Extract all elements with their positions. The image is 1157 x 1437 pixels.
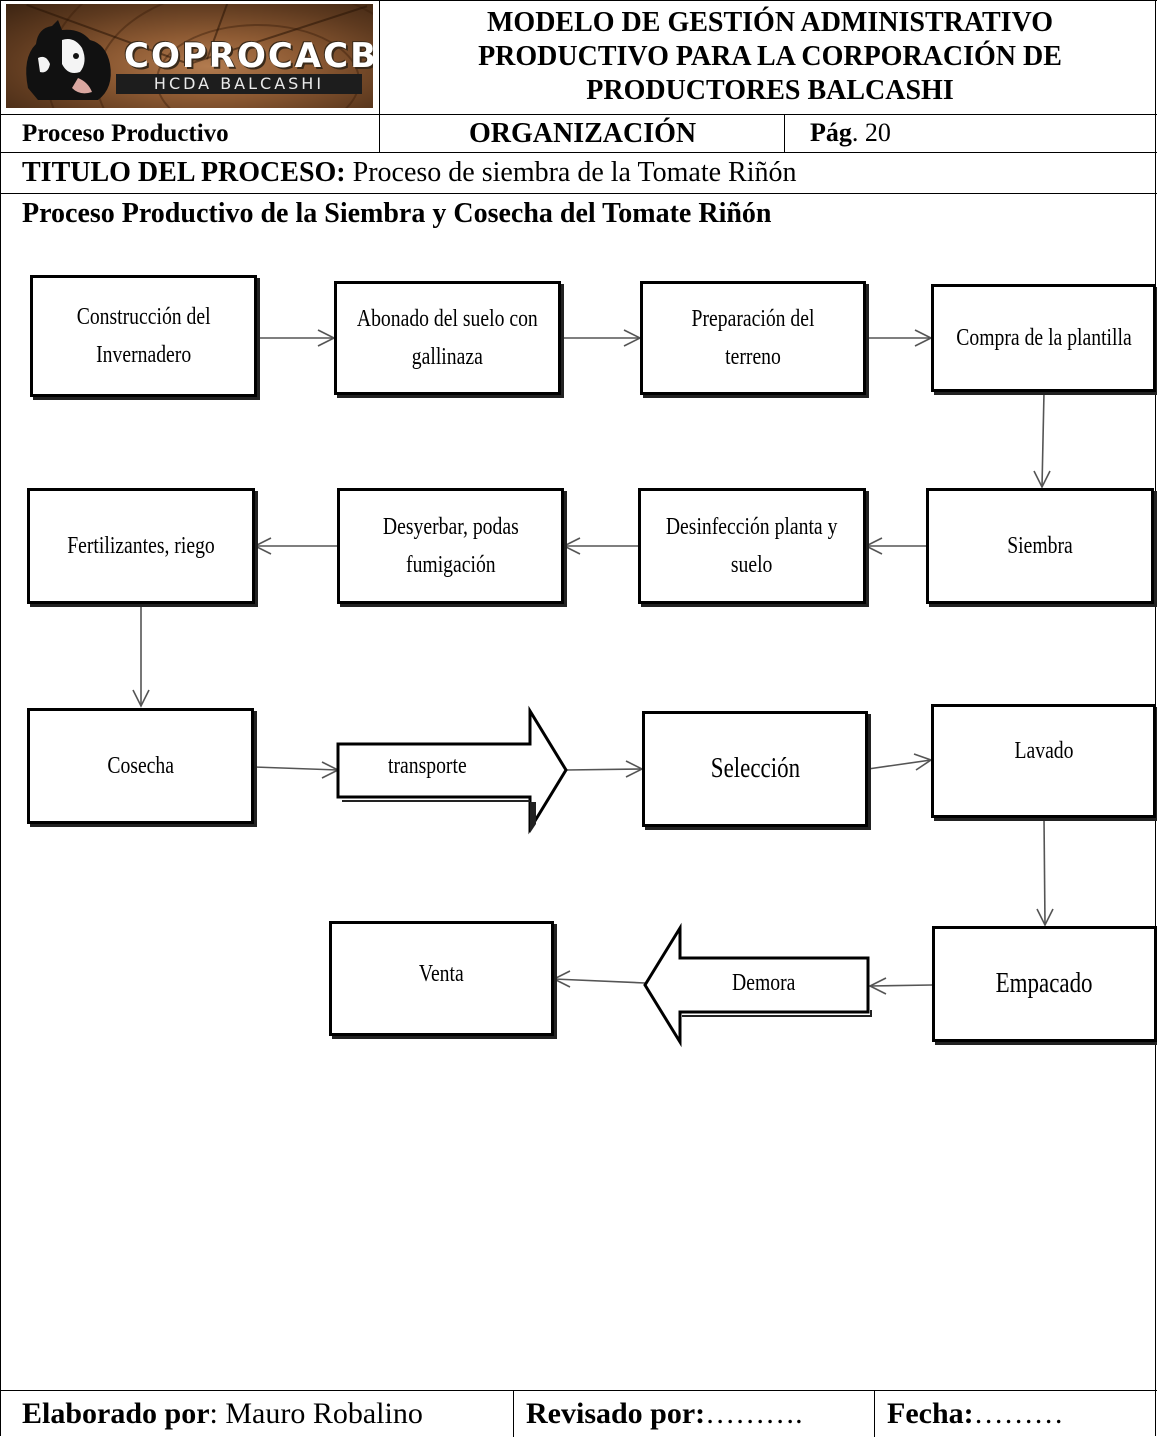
arrowhead-7 bbox=[253, 537, 272, 555]
rule-page-divider bbox=[784, 114, 785, 152]
step-desinfeccion-line2: suelo bbox=[731, 552, 773, 578]
arrow-lavado-empacado bbox=[1043, 817, 1046, 926]
step-lavado: Lavado bbox=[931, 704, 1156, 818]
process-title-label: TITULO DEL PROCESO: bbox=[22, 157, 346, 188]
step-abonado-line1: Abonado del suelo con bbox=[357, 306, 538, 332]
rule-header-bottom bbox=[0, 114, 1157, 115]
arrowhead-13 bbox=[868, 977, 887, 995]
arrowhead-6 bbox=[562, 537, 581, 555]
arrowhead-4 bbox=[1033, 470, 1051, 489]
document-title: MODELO DE GESTIÓN ADMINISTRATIVO PRODUCT… bbox=[385, 6, 1155, 108]
step-empacado: Empacado bbox=[932, 926, 1157, 1042]
step-lavado-line1: Lavado bbox=[1013, 738, 1074, 764]
page-label: Pág bbox=[810, 118, 852, 147]
flowchart-heading: Proceso Productivo de la Siembra y Cosec… bbox=[22, 198, 772, 229]
footer-elaborado-label: Elaborado por bbox=[22, 1397, 210, 1430]
rule-top bbox=[0, 0, 1157, 1]
step-desyerbar: Desyerbar, podas fumigación bbox=[337, 488, 564, 604]
step-cosecha: Cosecha bbox=[27, 708, 254, 824]
title-line-2: PRODUCTIVO PARA LA CORPORACIÓN DE bbox=[478, 41, 1062, 72]
footer-fecha-value: ……… bbox=[973, 1397, 1064, 1430]
rule-title bbox=[0, 193, 1157, 194]
step-transporte-text: transporte bbox=[388, 753, 467, 779]
step-construccion-line1: Construcción del bbox=[76, 304, 211, 330]
step-abonado: Abonado del suelo con gallinaza bbox=[334, 281, 561, 395]
step-desinfeccion: Desinfección planta y suelo bbox=[638, 488, 866, 604]
step-seleccion: Selección bbox=[642, 711, 868, 827]
footer-elaborado-value: : Mauro Robalino bbox=[209, 1397, 423, 1430]
title-line-1: MODELO DE GESTIÓN ADMINISTRATIVO bbox=[486, 7, 1053, 38]
rule-header-divider bbox=[379, 0, 380, 152]
arrow-cosecha-transporte bbox=[253, 766, 339, 771]
step-desyerbar-line1: Desyerbar, podas bbox=[382, 514, 519, 540]
footer-fecha-label: Fecha: bbox=[887, 1397, 974, 1430]
step-demora-text: Demora bbox=[732, 970, 796, 996]
arrowhead-5 bbox=[864, 537, 883, 555]
footer-revisado-value: ………. bbox=[705, 1397, 803, 1430]
process-type: Proceso Productivo bbox=[22, 120, 229, 147]
step-siembra: Siembra bbox=[926, 488, 1154, 604]
logo-text: COPROCACB bbox=[124, 36, 373, 76]
process-title-value: Proceso de siembra de la Tomate Riñón bbox=[345, 157, 797, 188]
step-venta-line1: Venta bbox=[419, 960, 464, 987]
step-abonado-line2: gallinaza bbox=[411, 344, 484, 370]
step-empacado-line1: Empacado bbox=[996, 968, 1093, 999]
footer-revisado: Revisado por:………. bbox=[526, 1397, 803, 1431]
arrow-demora-venta bbox=[553, 978, 646, 984]
rule-subheader bbox=[0, 152, 1157, 153]
step-fertilizantes-line1: Fertilizantes, riego bbox=[67, 533, 215, 559]
arrow-compra-siembra bbox=[1041, 391, 1045, 488]
step-desyerbar-line2: fumigación bbox=[405, 552, 496, 578]
step-compra: Compra de la plantilla bbox=[931, 284, 1156, 392]
footer-revisado-label: Revisado por: bbox=[526, 1397, 706, 1430]
arrowhead-8 bbox=[132, 689, 150, 708]
step-desinfeccion-line1: Desinfección planta y bbox=[666, 514, 838, 540]
demora-shape bbox=[643, 922, 870, 1048]
step-cosecha-line1: Cosecha bbox=[107, 753, 174, 779]
step-preparacion-line1: Preparación del terreno bbox=[691, 306, 815, 370]
process-title: TITULO DEL PROCESO: Proceso de siembra d… bbox=[22, 157, 797, 189]
footer-elaborado: Elaborado por: Mauro Robalino bbox=[22, 1397, 423, 1431]
step-transporte-label: transporte bbox=[388, 753, 484, 780]
footer-fecha: Fecha:……… bbox=[887, 1397, 1064, 1431]
step-seleccion-line1: Selección bbox=[710, 753, 800, 784]
demora-shadow bbox=[682, 1010, 872, 1017]
arrow-transporte-seleccion bbox=[565, 768, 643, 771]
step-demora-label: Demora bbox=[732, 970, 809, 997]
step-siembra-line1: Siembra bbox=[1007, 533, 1073, 559]
step-construccion-line2: Invernadero bbox=[95, 342, 192, 368]
step-compra-line1: Compra de la plantilla bbox=[955, 325, 1132, 351]
cow-icon bbox=[26, 20, 111, 100]
section-name: ORGANIZACIÓN bbox=[469, 118, 697, 149]
rule-footer-div1 bbox=[513, 1390, 514, 1437]
arrow-seleccion-lavado bbox=[867, 759, 932, 770]
rule-footer-div2 bbox=[874, 1390, 875, 1437]
page-number: . 20 bbox=[851, 118, 891, 147]
company-logo: COPROCACB HCDA BALCASHI bbox=[6, 4, 373, 108]
rule-footer bbox=[0, 1390, 1157, 1391]
step-fertilizantes: Fertilizantes, riego bbox=[27, 488, 255, 604]
logo-subtext: HCDA BALCASHI bbox=[116, 74, 362, 94]
step-preparacion: Preparación del terreno bbox=[640, 281, 866, 395]
arrow-empacado-demora bbox=[869, 984, 933, 987]
title-line-3: PRODUCTORES BALCASHI bbox=[586, 75, 954, 106]
transporte-shape bbox=[336, 705, 568, 835]
transporte-shadow bbox=[342, 800, 536, 833]
step-venta: Venta bbox=[329, 921, 554, 1036]
arrowhead-14 bbox=[552, 970, 571, 988]
page-indicator: Pág. 20 bbox=[810, 118, 891, 148]
arrowhead-12 bbox=[1036, 908, 1054, 927]
